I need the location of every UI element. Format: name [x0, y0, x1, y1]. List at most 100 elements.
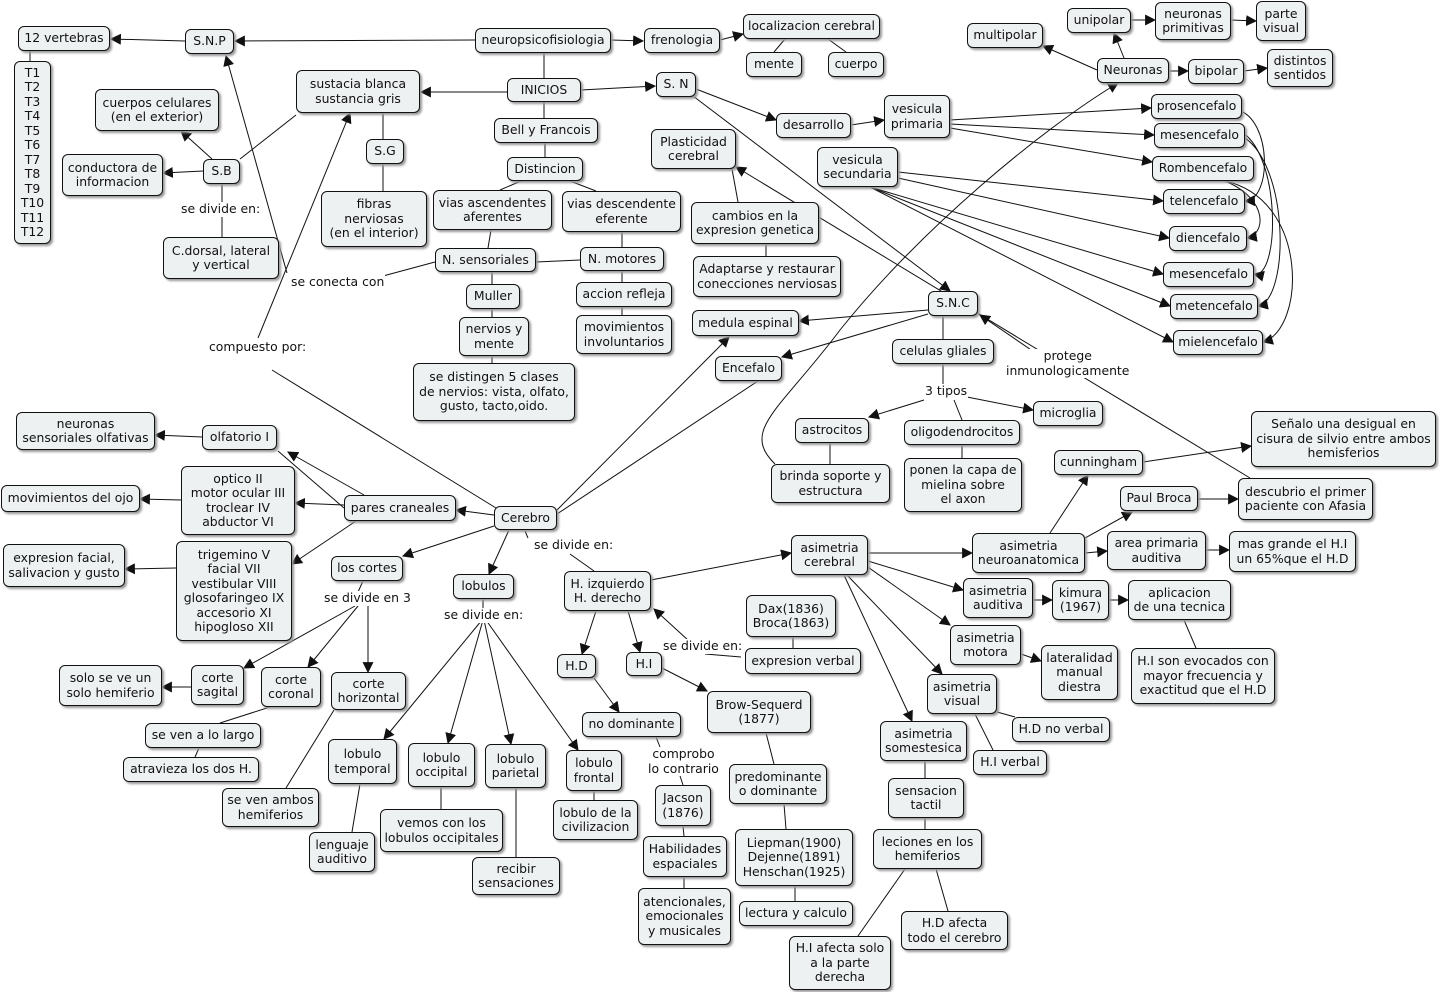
node-celulas-gliales[interactable]: celulas gliales	[892, 339, 994, 364]
node-adaptarse[interactable]: Adaptarse y restaurar conecciones nervio…	[693, 256, 841, 297]
node-sg[interactable]: S.G	[366, 139, 404, 164]
node-n-sensoriales[interactable]: N. sensoriales	[435, 248, 536, 272]
node-accion-refleja[interactable]: accion refleja	[576, 282, 672, 307]
node-neuropsicofisiologia[interactable]: neuropsicofisiologia	[475, 28, 611, 53]
node-conductora[interactable]: conductora de informacion	[62, 154, 163, 196]
node-mente[interactable]: mente	[746, 52, 802, 77]
node-localizacion-cerebral[interactable]: localizacion cerebral	[743, 14, 880, 39]
node-hi-evocados[interactable]: H.I son evocados con mayor frecuencia y …	[1131, 648, 1275, 704]
node-bipolar[interactable]: bipolar	[1188, 59, 1244, 84]
node-parte-visual[interactable]: parte visual	[1256, 1, 1306, 41]
node-hi[interactable]: H.I	[626, 652, 662, 676]
node-predominante[interactable]: predominante o dominante	[729, 764, 827, 804]
node-doce-vertebras[interactable]: 12 vertebras	[18, 26, 110, 51]
node-diencefalo[interactable]: diencefalo	[1169, 226, 1247, 251]
node-brow-sequerd[interactable]: Brow-Sequerd (1877)	[707, 691, 811, 733]
node-movimientos-ojo[interactable]: movimientos del ojo	[1, 485, 140, 512]
node-distintos-sentidos[interactable]: distintos sentidos	[1267, 49, 1333, 87]
node-prosencefalo[interactable]: prosencefalo	[1151, 94, 1242, 119]
node-olfatorio[interactable]: olfatorio I	[202, 425, 277, 450]
node-hi-verbal[interactable]: H.I verbal	[973, 750, 1047, 775]
node-asimetria-cerebral[interactable]: asimetria cerebral	[791, 535, 868, 575]
node-neuronas-olfativas[interactable]: neuronas sensoriales olfativas	[16, 412, 155, 450]
node-expresion-facial[interactable]: expresion facial, salivacion y gusto	[3, 544, 125, 587]
node-los-cortes[interactable]: los cortes	[331, 556, 403, 581]
node-asimetria-somestesica[interactable]: asimetria somestesica	[880, 721, 967, 761]
node-sn[interactable]: S. N	[656, 72, 696, 97]
node-lesiones[interactable]: leciones en los hemiferios	[873, 829, 982, 869]
node-cuerpos-celulares[interactable]: cuerpos celulares (en el exterior)	[95, 89, 219, 131]
node-vertebras-lista[interactable]: T1 T2 T3 T4 T5 T6 T7 T8 T9 T10 T11 T12	[14, 61, 51, 244]
node-atravieza[interactable]: atravieza los dos H.	[123, 757, 259, 782]
node-hemisferios[interactable]: H. izquierdo H. derecho	[564, 571, 651, 611]
node-hd-afecta[interactable]: H.D afecta todo el cerebro	[901, 911, 1008, 950]
node-telencefalo[interactable]: telencefalo	[1163, 189, 1245, 214]
node-unipolar[interactable]: unipolar	[1067, 8, 1131, 33]
node-plasticidad[interactable]: Plasticidad cerebral	[651, 129, 736, 169]
node-corte-coronal[interactable]: corte coronal	[261, 667, 321, 707]
node-vias-ascendentes[interactable]: vias ascendentes aferentes	[433, 190, 552, 230]
node-lobulo-temporal[interactable]: lobulo temporal	[328, 739, 397, 784]
node-neuronas-primitivas[interactable]: neuronas primitivas	[1155, 2, 1231, 40]
node-cuerpo[interactable]: cuerpo	[828, 52, 884, 77]
node-hd-no-verbal[interactable]: H.D no verbal	[1012, 717, 1110, 742]
node-encefalo[interactable]: Encefalo	[715, 356, 782, 381]
node-lobulo-frontal[interactable]: lobulo frontal	[566, 750, 622, 791]
node-fibras-nerviosas[interactable]: fibras nerviosas (en el interior)	[321, 191, 427, 247]
node-mas-grande[interactable]: mas grande el H.I un 65%que el H.D	[1229, 531, 1356, 572]
node-bell-francois[interactable]: Bell y Francois	[494, 118, 598, 143]
node-lobulos[interactable]: lobulos	[453, 574, 514, 599]
node-mielencefalo[interactable]: mielencefalo	[1173, 330, 1263, 355]
node-lobulo-occipital[interactable]: lobulo occipital	[408, 743, 475, 787]
node-metencefalo[interactable]: metencefalo	[1170, 294, 1258, 319]
node-ponen-capa[interactable]: ponen la capa de mielina sobre el axon	[904, 458, 1022, 512]
node-mesencefalo2[interactable]: mesencefalo	[1163, 262, 1254, 287]
node-vias-descendente[interactable]: vias descendente eferente	[562, 191, 681, 232]
node-hi-afecta[interactable]: H.I afecta solo a la parte derecha	[789, 936, 891, 990]
node-cinco-clases[interactable]: se distingen 5 clases de nervios: vista,…	[413, 363, 575, 421]
node-atencionales[interactable]: atencionales, emocionales y musicales	[638, 888, 731, 945]
node-lectura-calculo[interactable]: lectura y calculo	[739, 901, 853, 926]
node-desarrollo[interactable]: desarrollo	[776, 113, 851, 138]
node-brinda-soporte[interactable]: brinda soporte y estructura	[771, 464, 890, 503]
node-se-ven-largo[interactable]: se ven a lo largo	[145, 723, 261, 748]
node-vesicula-primaria[interactable]: vesicula primaria	[884, 95, 950, 138]
node-multipolar[interactable]: multipolar	[967, 23, 1043, 48]
node-asimetria-neuroanatomica[interactable]: asimetria neuroanatomica	[972, 533, 1085, 573]
node-lobulo-parietal[interactable]: lobulo parietal	[485, 744, 546, 788]
node-asimetria-motora[interactable]: asimetria motora	[950, 625, 1021, 665]
node-senalo[interactable]: Señalo una desigual en cisura de silvio …	[1251, 411, 1436, 467]
node-cunningham[interactable]: cunningham	[1054, 450, 1143, 475]
node-sustancia[interactable]: sustacia blanca sustancia gris	[296, 70, 420, 113]
node-habilidades-espaciales[interactable]: Habilidades espaciales	[643, 836, 727, 877]
node-cerebro[interactable]: Cerebro	[494, 506, 557, 530]
node-corte-sagital[interactable]: corte sagital	[191, 665, 244, 705]
node-sensacion-tactil[interactable]: sensacion tactil	[888, 778, 964, 818]
node-mesencefalo1[interactable]: mesencefalo	[1154, 123, 1245, 148]
node-aplicacion-tecnica[interactable]: aplicacion de una tecnica	[1128, 580, 1231, 620]
node-frenologia[interactable]: frenologia	[644, 28, 720, 53]
node-lateralidad[interactable]: lateralidad manual diestra	[1041, 645, 1118, 700]
node-solo-hemiferio[interactable]: solo se ve un solo hemiferio	[59, 665, 162, 706]
node-astrocitos[interactable]: astrocitos	[795, 418, 869, 443]
node-vemos-occipitales[interactable]: vemos con los lobulos occipitales	[380, 809, 503, 852]
node-nervios-mente[interactable]: nervios y mente	[459, 317, 529, 356]
node-sb[interactable]: S.B	[203, 159, 240, 184]
node-dax-broca[interactable]: Dax(1836) Broca(1863)	[746, 595, 836, 637]
node-no-dominante[interactable]: no dominante	[582, 712, 681, 737]
node-trigemino-grupo[interactable]: trigemino V facial VII vestibular VIII g…	[176, 541, 292, 641]
node-hd[interactable]: H.D	[557, 654, 596, 678]
node-cambios-expresion[interactable]: cambios en la expresion genetica	[691, 202, 819, 244]
node-se-ven-ambos[interactable]: se ven ambos hemiferios	[222, 788, 319, 827]
node-snp[interactable]: S.N.P	[185, 29, 234, 54]
node-pares-craneales[interactable]: pares craneales	[344, 495, 456, 521]
node-optico-grupo[interactable]: optico II motor ocular III troclear IV a…	[181, 466, 295, 535]
node-expresion-verbal[interactable]: expresion verbal	[745, 648, 861, 674]
node-snc[interactable]: S.N.C	[928, 291, 978, 316]
node-medula-espinal[interactable]: medula espinal	[692, 310, 799, 336]
node-n-motores[interactable]: N. motores	[580, 247, 664, 271]
node-vesicula-secundaria[interactable]: vesicula secundaria	[817, 147, 898, 187]
node-lenguaje-auditivo[interactable]: lenguaje auditivo	[309, 832, 375, 872]
node-descubrio[interactable]: descubrio el primer paciente con Afasia	[1238, 478, 1373, 520]
node-asimetria-visual[interactable]: asimetria visual	[927, 674, 997, 714]
